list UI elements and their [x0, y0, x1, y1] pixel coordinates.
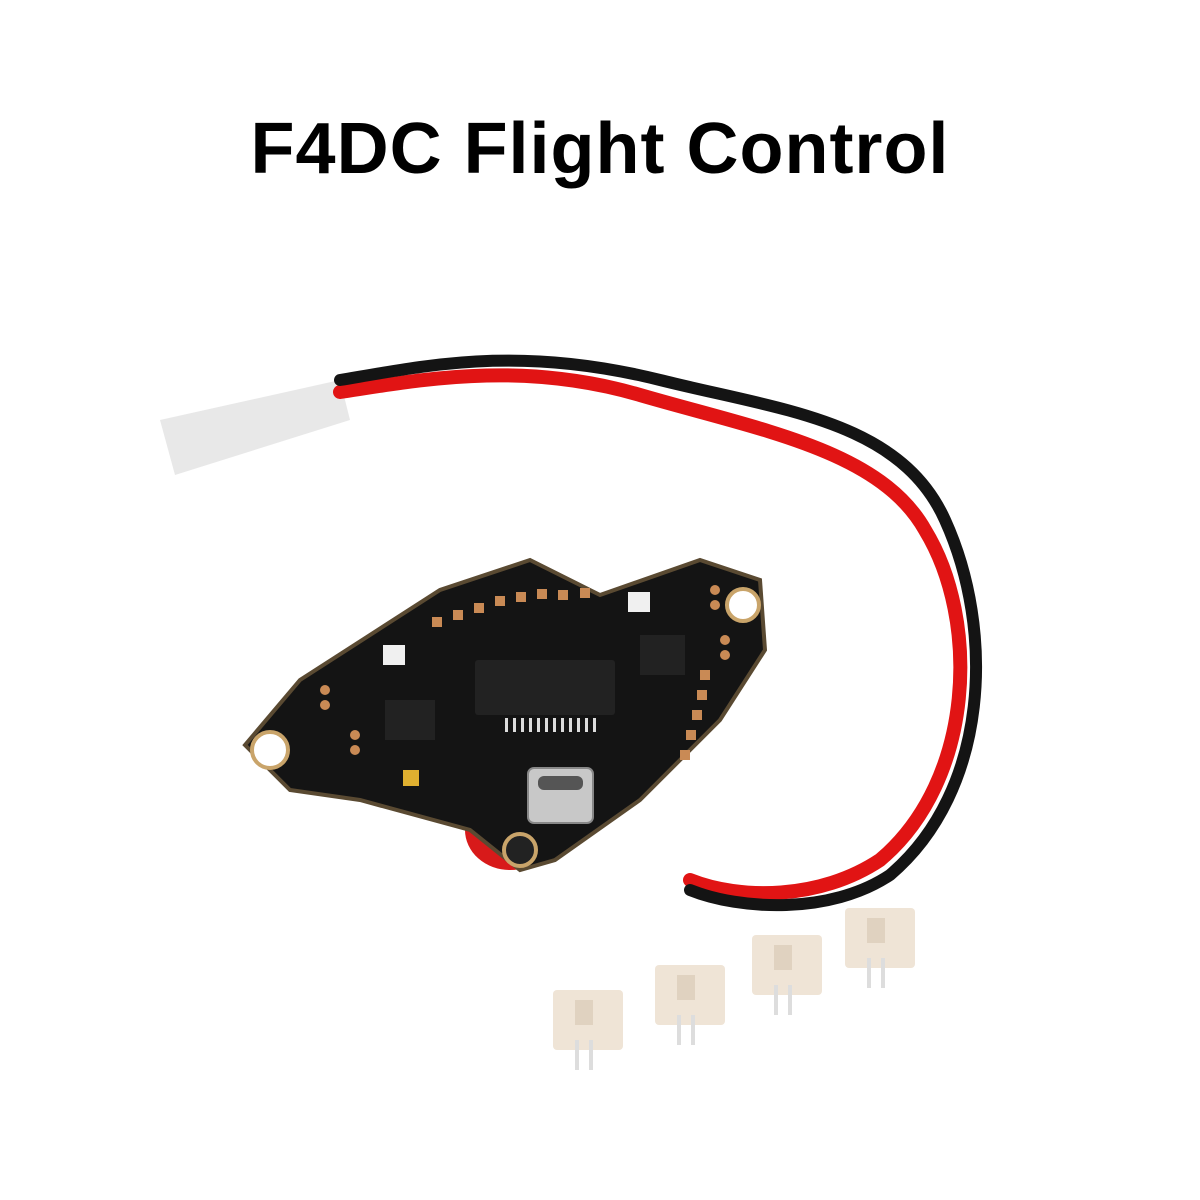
mount-hole: [725, 587, 761, 623]
driver-chip: [385, 700, 435, 740]
mcu-chip: [475, 660, 615, 715]
flight-controller-board: [242, 557, 768, 873]
page-title: F4DC Flight Control: [250, 109, 950, 189]
jst-connector: [845, 908, 915, 988]
white-plug-connector: [160, 380, 350, 475]
mount-hole: [502, 832, 538, 868]
jst-connector: [752, 935, 822, 1015]
jst-connector: [553, 990, 623, 1070]
jst-connectors: [553, 908, 915, 1070]
boot-button: [403, 770, 419, 786]
driver-chip: [640, 635, 685, 675]
jst-connector: [655, 965, 725, 1045]
power-wires: [333, 354, 982, 912]
led: [383, 645, 405, 665]
mount-hole: [250, 730, 290, 770]
led: [628, 592, 650, 612]
